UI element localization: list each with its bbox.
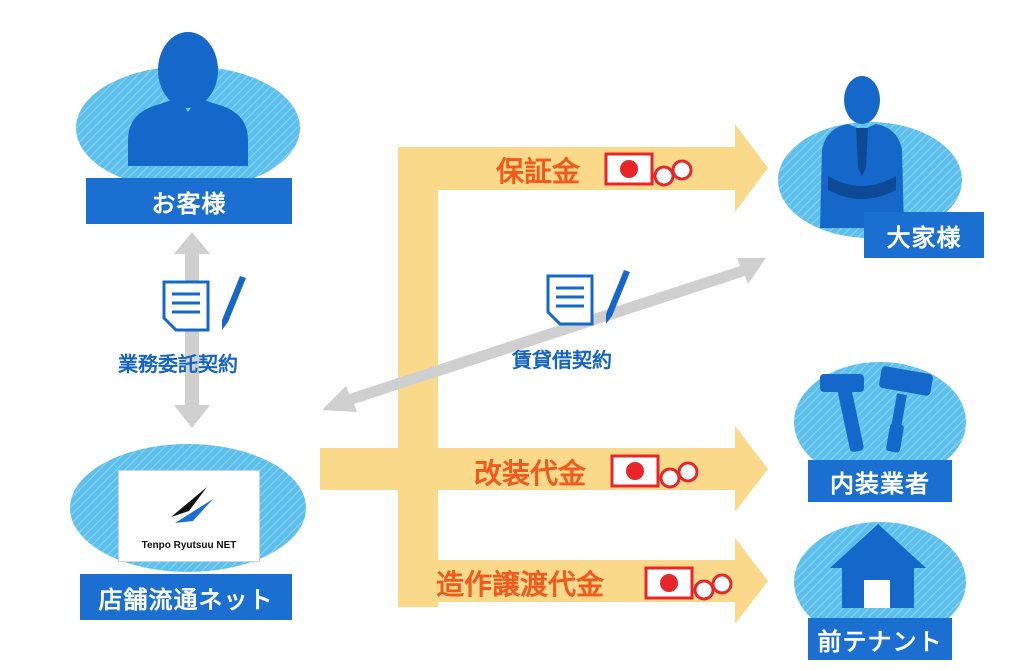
house-icon <box>830 524 926 608</box>
lease-document-icon <box>546 270 630 326</box>
landlord-person-icon <box>820 76 904 228</box>
money-icon-deposit <box>604 152 693 187</box>
payment-flow-arrows <box>320 124 768 624</box>
money-icon-transfer <box>644 566 733 601</box>
logo-text: Tenpo Ryutsuu NET <box>141 540 237 551</box>
lease-arrow <box>322 258 766 412</box>
money-icon-renovation <box>610 454 699 489</box>
logo-mark-icon <box>171 487 213 523</box>
customer-person-icon <box>128 32 248 166</box>
contract-arrows <box>174 232 766 428</box>
landlord-label: 大家様 <box>864 212 984 258</box>
renovation-arrow <box>438 426 768 512</box>
consignment-document-icon <box>162 276 246 332</box>
lease-contract-caption: 賃貸借契約 <box>512 348 612 372</box>
company-logo: Tenpo Ryutsuu NET <box>118 470 260 562</box>
tools-icon <box>820 366 933 453</box>
company-label: 店舗流通ネット <box>80 574 292 620</box>
deposit-label: 保証金 <box>496 155 581 188</box>
renovation-fee-label: 改装代金 <box>474 457 587 490</box>
previous-tenant-label: 前テナント <box>808 618 952 660</box>
consignment-contract-caption: 業務委託契約 <box>118 352 238 376</box>
transfer-arrow <box>398 538 768 624</box>
interior-contractor-label: 内装業者 <box>808 460 952 502</box>
customer-label: お客様 <box>86 178 292 224</box>
transfer-fee-label: 造作譲渡代金 <box>436 568 605 601</box>
deposit-arrow <box>398 124 768 212</box>
